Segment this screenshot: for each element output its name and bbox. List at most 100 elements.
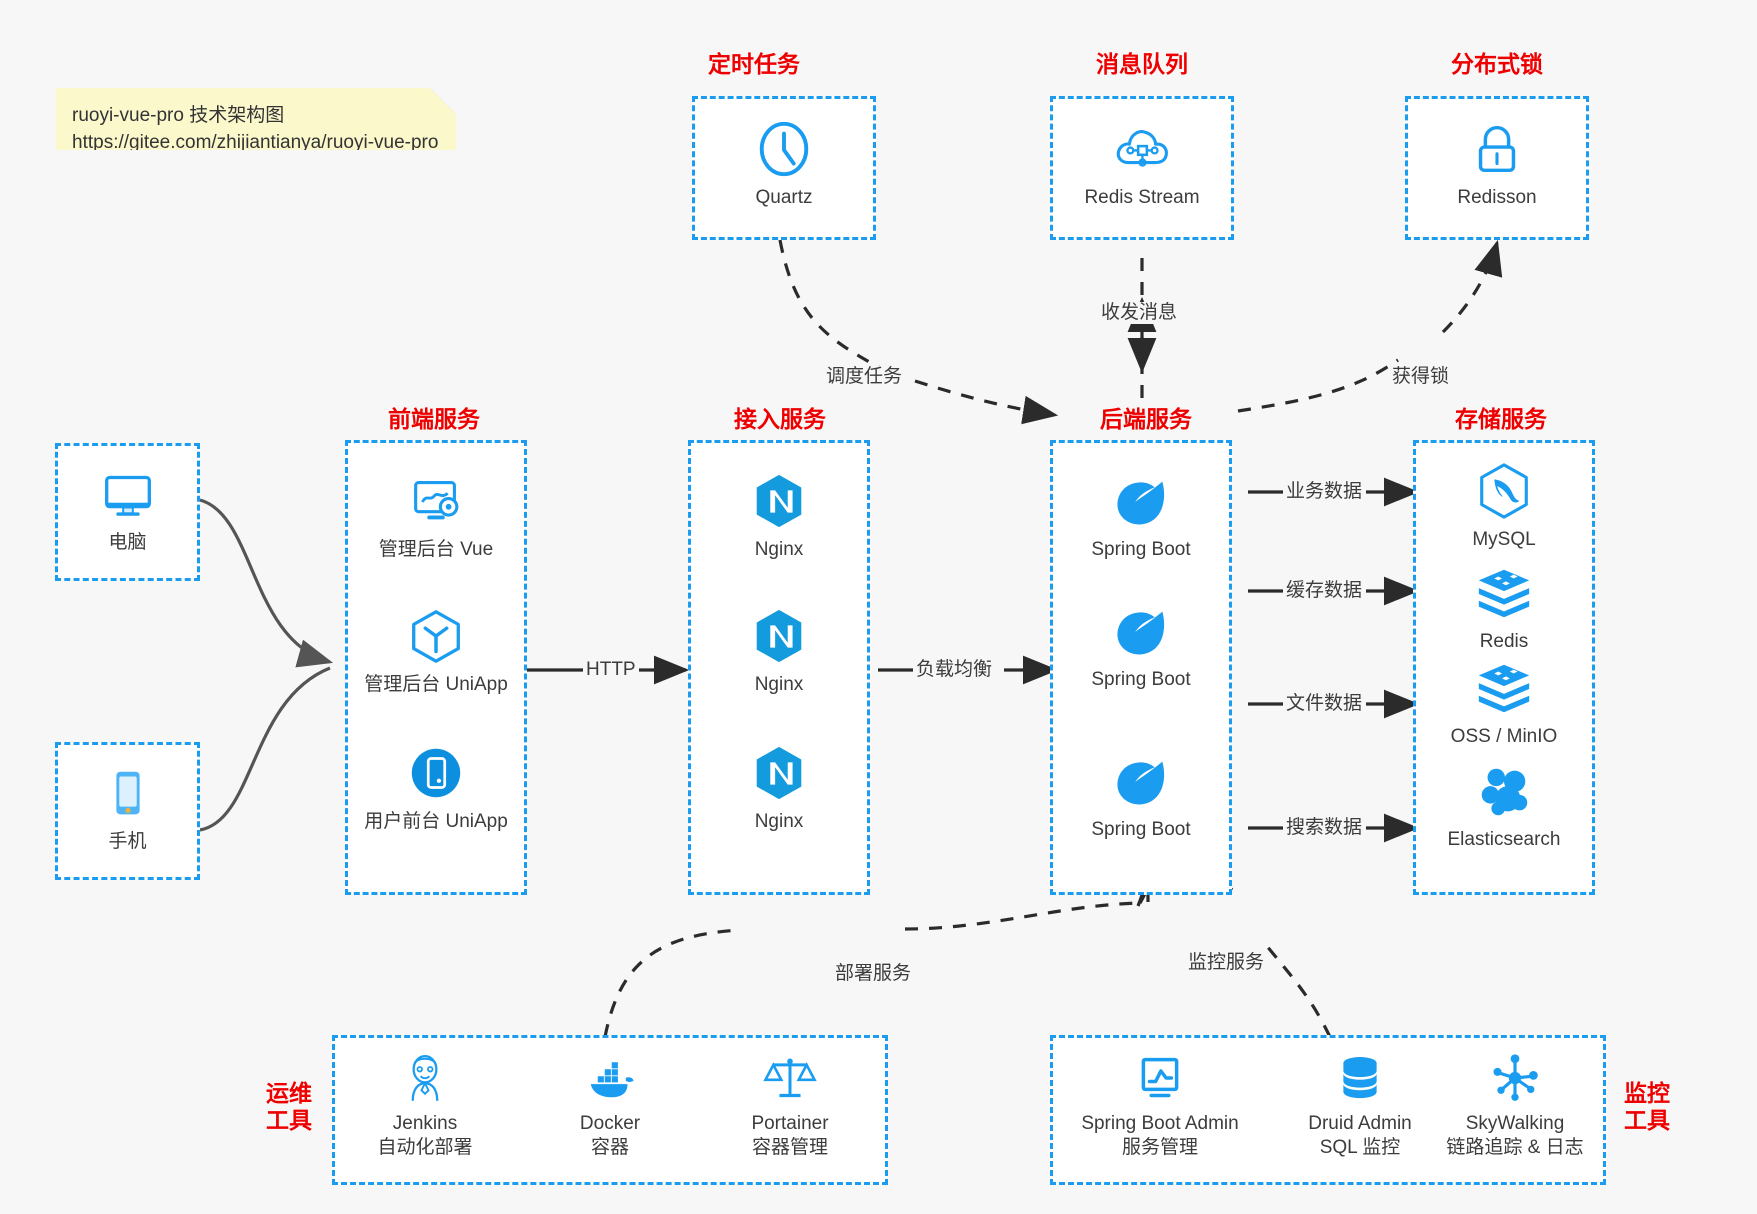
lock-icon xyxy=(1478,126,1516,173)
node-mobile-label: 手机 xyxy=(108,831,147,852)
pc-box[interactable] xyxy=(55,443,200,581)
desktop-icon xyxy=(104,475,151,516)
node-quartz-label: Quartz xyxy=(755,187,813,208)
edge-label-monitor-service: 监控服务 xyxy=(1185,952,1268,974)
docker-whale-icon xyxy=(590,1062,634,1098)
node-jenkins-sublabel: 自动化部署 xyxy=(377,1137,473,1158)
group-heading-devops: 运维 工具 xyxy=(256,1080,322,1134)
cloud-network-icon xyxy=(1116,130,1168,167)
node-nginx-2-label: Nginx xyxy=(754,674,804,695)
node-mysql-label: MySQL xyxy=(1472,529,1536,550)
node-nginx-3[interactable]: Nginx xyxy=(688,742,870,834)
group-heading-storage: 存储服务 xyxy=(1455,406,1547,432)
node-user-uniapp-label: 用户前台 UniApp xyxy=(364,811,508,832)
node-portainer[interactable]: Portainer 容器管理 xyxy=(710,1050,870,1160)
group-heading-distributed-lock: 分布式锁 xyxy=(1451,51,1543,77)
node-oss-minio-label: OSS / MinIO xyxy=(1450,726,1558,747)
monitoring-title-line1: 监控 xyxy=(1624,1080,1670,1106)
message-queue-box[interactable] xyxy=(1050,96,1234,240)
redis-stack-icon xyxy=(1478,664,1530,713)
edge-label-acquire-lock: 获得锁 xyxy=(1389,366,1453,388)
node-spring-boot-admin[interactable]: Spring Boot Admin 服务管理 xyxy=(1060,1050,1260,1160)
node-mysql[interactable]: MySQL xyxy=(1413,460,1595,552)
spring-leaf-icon xyxy=(1117,611,1165,655)
edge-label-send-receive-msg: 收发消息 xyxy=(1098,302,1181,324)
note-line-url: https://gitee.com/zhijiantianya/ruoyi-vu… xyxy=(72,132,439,153)
title-note: ruoyi-vue-pro 技术架构图 https://gitee.com/zh… xyxy=(56,88,456,150)
elasticsearch-icon xyxy=(1481,768,1528,816)
node-admin-vue-label: 管理后台 Vue xyxy=(378,539,494,560)
edge-label-schedule-task: 调度任务 xyxy=(823,366,906,388)
node-pc-label: 电脑 xyxy=(108,532,147,553)
node-portainer-label: Portainer xyxy=(751,1113,829,1134)
node-quartz[interactable]: Quartz xyxy=(692,118,876,210)
nginx-icon xyxy=(756,474,802,528)
group-heading-frontend: 前端服务 xyxy=(388,406,480,432)
node-docker-sublabel: 容器 xyxy=(590,1137,629,1158)
node-springboot-2-label: Spring Boot xyxy=(1091,669,1191,690)
node-nginx-1[interactable]: Nginx xyxy=(688,470,870,562)
node-redis[interactable]: Redis xyxy=(1413,562,1595,654)
node-druid-admin[interactable]: Druid Admin SQL 监控 xyxy=(1280,1050,1440,1160)
node-user-uniapp[interactable]: 用户前台 UniApp xyxy=(345,742,527,834)
node-admin-vue[interactable]: 管理后台 Vue xyxy=(345,470,527,562)
edge-label-cache-data: 缓存数据 xyxy=(1283,580,1366,602)
node-oss-minio[interactable]: OSS / MinIO xyxy=(1413,657,1595,749)
dashboard-gear-icon xyxy=(414,481,459,520)
node-pc[interactable]: 电脑 xyxy=(55,463,200,555)
monitoring-title-line2: 工具 xyxy=(1624,1107,1670,1133)
node-jenkins[interactable]: Jenkins 自动化部署 xyxy=(350,1050,500,1160)
nginx-icon xyxy=(756,746,802,800)
node-redisson[interactable]: Redisson xyxy=(1405,118,1589,210)
node-nginx-3-label: Nginx xyxy=(754,811,804,832)
node-admin-uniapp[interactable]: 管理后台 UniApp xyxy=(345,605,527,697)
node-redisson-label: Redisson xyxy=(1457,187,1537,208)
smartphone-icon xyxy=(115,771,140,815)
devops-title-line2: 工具 xyxy=(266,1107,312,1133)
spring-leaf-icon xyxy=(1117,761,1165,805)
skywalking-nodes-icon xyxy=(1493,1054,1538,1101)
jenkins-butler-icon xyxy=(411,1054,439,1101)
node-nginx-1-label: Nginx xyxy=(754,539,804,560)
group-heading-message-queue: 消息队列 xyxy=(1096,51,1188,77)
node-skywalking[interactable]: SkyWalking 链路追踪 & 日志 xyxy=(1430,1050,1600,1160)
mobile-app-icon xyxy=(411,748,461,798)
node-elasticsearch[interactable]: Elasticsearch xyxy=(1413,760,1595,852)
group-heading-backend: 后端服务 xyxy=(1100,406,1192,432)
edge-label-search-data: 搜索数据 xyxy=(1283,817,1366,839)
node-springboot-1-label: Spring Boot xyxy=(1091,539,1191,560)
node-mobile[interactable]: 手机 xyxy=(55,762,200,854)
node-druid-admin-sublabel: SQL 监控 xyxy=(1319,1137,1401,1158)
devops-title-line1: 运维 xyxy=(266,1080,312,1106)
node-spring-boot-admin-label: Spring Boot Admin xyxy=(1081,1113,1239,1134)
node-springboot-3[interactable]: Spring Boot xyxy=(1050,750,1232,842)
node-nginx-2[interactable]: Nginx xyxy=(688,605,870,697)
edge-label-file-data: 文件数据 xyxy=(1283,693,1366,715)
node-elasticsearch-label: Elasticsearch xyxy=(1447,829,1561,850)
node-docker[interactable]: Docker 容器 xyxy=(535,1050,685,1160)
scheduled-tasks-box[interactable] xyxy=(692,96,876,240)
node-springboot-2[interactable]: Spring Boot xyxy=(1050,600,1232,692)
distributed-lock-box[interactable] xyxy=(1405,96,1589,240)
edge-label-deploy-service: 部署服务 xyxy=(832,963,915,985)
spring-leaf-icon xyxy=(1117,481,1165,525)
node-spring-boot-admin-sublabel: 服务管理 xyxy=(1121,1137,1198,1158)
mysql-dolphin-icon xyxy=(1480,463,1528,519)
monitor-chart-icon xyxy=(1141,1057,1179,1098)
node-jenkins-label: Jenkins xyxy=(392,1113,458,1134)
node-portainer-sublabel: 容器管理 xyxy=(751,1137,828,1158)
devops-box[interactable] xyxy=(332,1035,888,1185)
node-redis-stream[interactable]: Redis Stream xyxy=(1050,118,1234,210)
edge-label-load-balance: 负载均衡 xyxy=(913,659,996,681)
node-redis-stream-label: Redis Stream xyxy=(1084,187,1200,208)
node-skywalking-sublabel: 链路追踪 & 日志 xyxy=(1446,1137,1584,1158)
node-springboot-1[interactable]: Spring Boot xyxy=(1050,470,1232,562)
group-heading-scheduled-tasks: 定时任务 xyxy=(708,51,800,77)
portainer-scales-icon xyxy=(763,1058,817,1098)
edge-label-business-data: 业务数据 xyxy=(1283,481,1366,503)
database-stack-icon xyxy=(1343,1057,1377,1099)
clock-icon xyxy=(759,121,809,177)
node-admin-uniapp-label: 管理后台 UniApp xyxy=(364,674,508,695)
uniapp-cube-icon xyxy=(412,610,460,663)
